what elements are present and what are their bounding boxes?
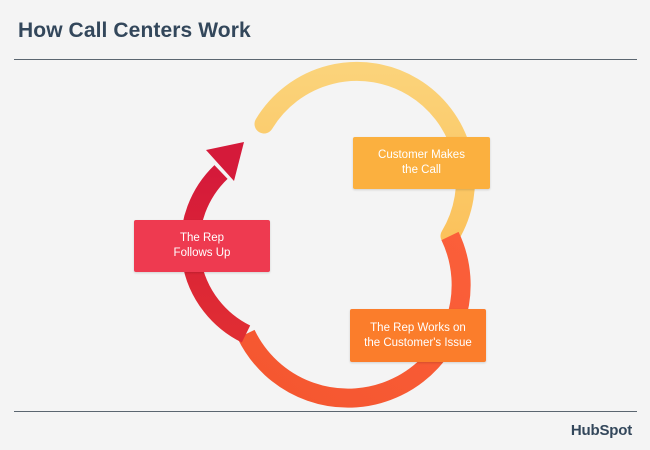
step-label-line1: The Rep xyxy=(179,232,225,244)
step-label-line2: the Customer's Issue xyxy=(364,336,472,349)
cycle-arc-segment-works xyxy=(237,231,471,408)
page-title: How Call Centers Work xyxy=(18,19,251,42)
bottom-divider xyxy=(14,411,637,412)
step-rep-follows-up: The Rep Follows Up xyxy=(134,220,270,272)
step-label-line1: Customer Makes xyxy=(378,149,465,161)
hubspot-logo: HubSpot xyxy=(570,422,632,439)
step-label-line2: the Call xyxy=(401,164,441,176)
cycle-arrowhead xyxy=(206,142,244,181)
top-divider xyxy=(14,59,637,60)
step-customer-makes-call: Customer Makes the Call xyxy=(353,137,490,189)
step-label-line1: The Rep Works on xyxy=(370,321,466,334)
step-rep-works-on-issue: The Rep Works on the Customer's Issue xyxy=(350,309,486,362)
step-label-line2: Follows Up xyxy=(173,247,231,259)
